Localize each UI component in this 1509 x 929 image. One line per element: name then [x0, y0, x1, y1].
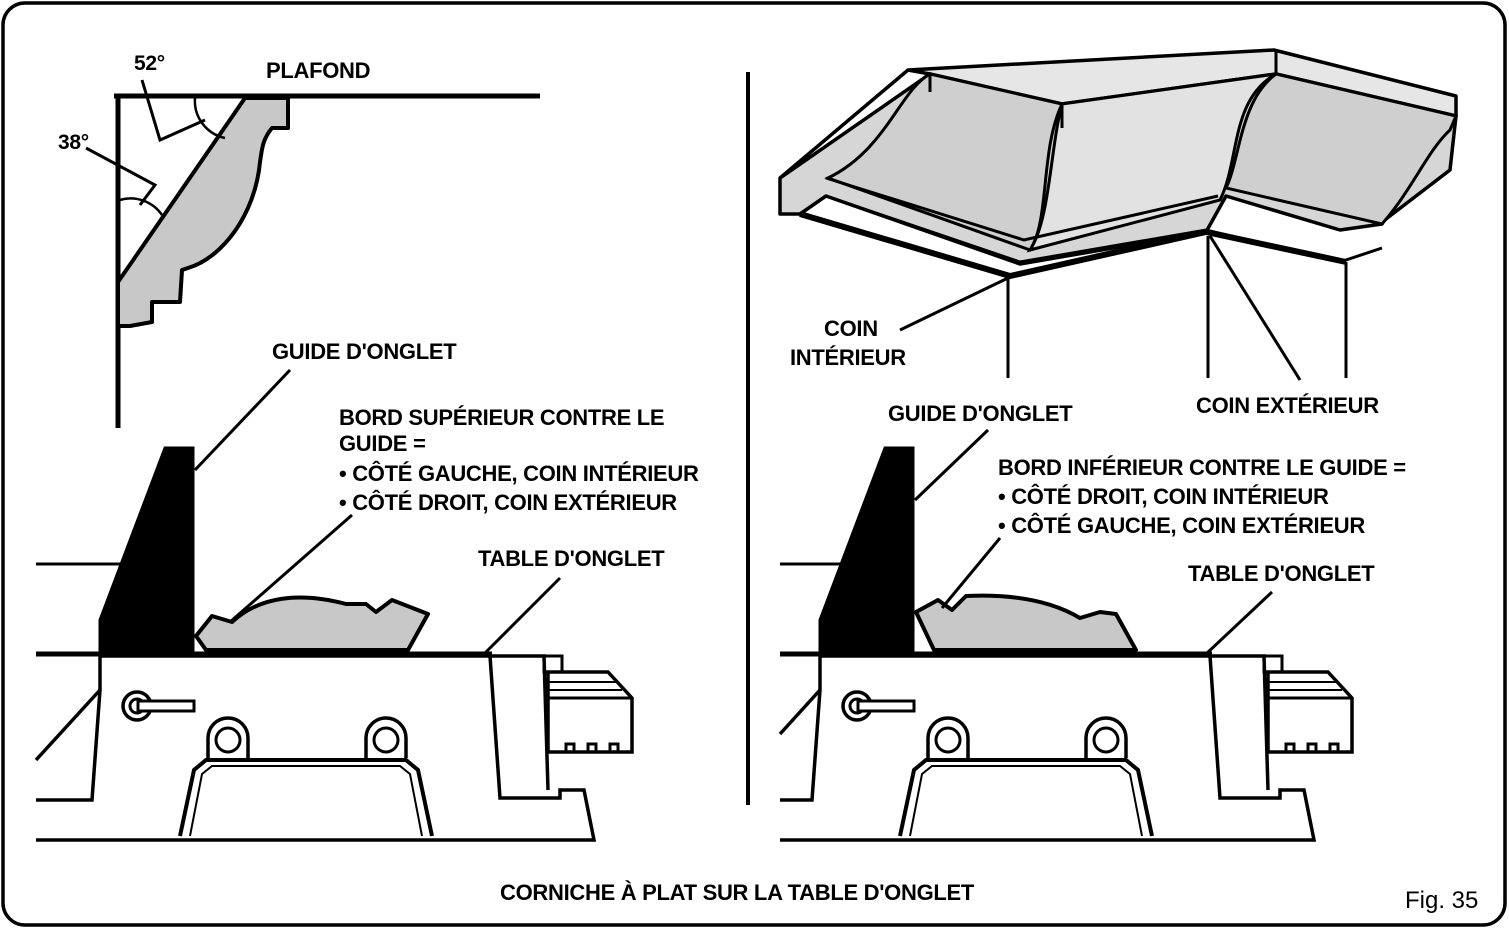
angle-52-arc — [193, 97, 226, 140]
angle-52-leader — [140, 79, 206, 143]
table-leader — [482, 576, 562, 656]
angle-52-label: 52° — [134, 52, 165, 75]
saw-base — [36, 654, 597, 842]
left-instruction-line-4: • CÔTÉ DROIT, COIN EXTÉRIEUR — [339, 490, 677, 515]
instruction-leader — [940, 537, 1002, 609]
right-miter-saw — [778, 428, 1354, 842]
plafond-label: PLAFOND — [266, 58, 371, 83]
guide-leader — [913, 428, 990, 502]
guide-fence — [98, 446, 195, 656]
coin-exterieur-label: COIN EXTÉRIEUR — [1196, 393, 1379, 418]
table-leader — [1204, 590, 1274, 656]
flat-molding — [194, 595, 430, 652]
right-table-label: TABLE D'ONGLET — [1188, 561, 1375, 586]
saw-foot — [178, 758, 434, 837]
saw-base — [780, 654, 1317, 842]
left-instruction-line-3: • CÔTÉ GAUCHE, COIN INTÉRIEUR — [339, 461, 699, 486]
figure-caption: CORNICHE À PLAT SUR LA TABLE D'ONGLET — [500, 880, 975, 905]
molding-underside — [799, 211, 1347, 280]
left-ceiling-section — [85, 79, 540, 428]
right-instruction-line-1: BORD INFÉRIEUR CONTRE LE GUIDE = — [998, 455, 1406, 480]
left-guide-label: GUIDE D'ONGLET — [272, 339, 457, 364]
coin-exterieur-leader — [1208, 235, 1302, 381]
right-instruction-line-2: • CÔTÉ DROIT, COIN INTÉRIEUR — [998, 484, 1329, 509]
coin-interieur-label-line-1: COIN — [824, 316, 878, 341]
left-table-label: TABLE D'ONGLET — [478, 546, 665, 571]
coin-interieur-label-line-2: INTÉRIEUR — [790, 345, 906, 370]
table-extension — [1266, 670, 1354, 754]
right-guide-label: GUIDE D'ONGLET — [888, 401, 1073, 426]
left-instruction-line-2: GUIDE = — [339, 431, 426, 456]
instruction-leader — [229, 513, 353, 624]
guide-fence — [818, 446, 915, 656]
left-instruction-line-1: BORD SUPÉRIEUR CONTRE LE — [339, 405, 665, 430]
saw-foot — [898, 758, 1154, 837]
figure-number: Fig. 35 — [1405, 887, 1479, 914]
left-miter-saw — [34, 368, 634, 842]
coin-interieur-leader — [899, 276, 1009, 332]
crown-molding-profile — [116, 96, 290, 328]
table-extension — [546, 670, 634, 754]
angle-38-label: 38° — [58, 131, 89, 154]
guide-leader — [193, 368, 292, 472]
crown-molding-3d — [778, 48, 1459, 381]
angle-38-leader — [85, 146, 158, 206]
flat-molding — [914, 593, 1138, 652]
right-instruction-line-3: • CÔTÉ GAUCHE, COIN EXTÉRIEUR — [998, 513, 1365, 538]
